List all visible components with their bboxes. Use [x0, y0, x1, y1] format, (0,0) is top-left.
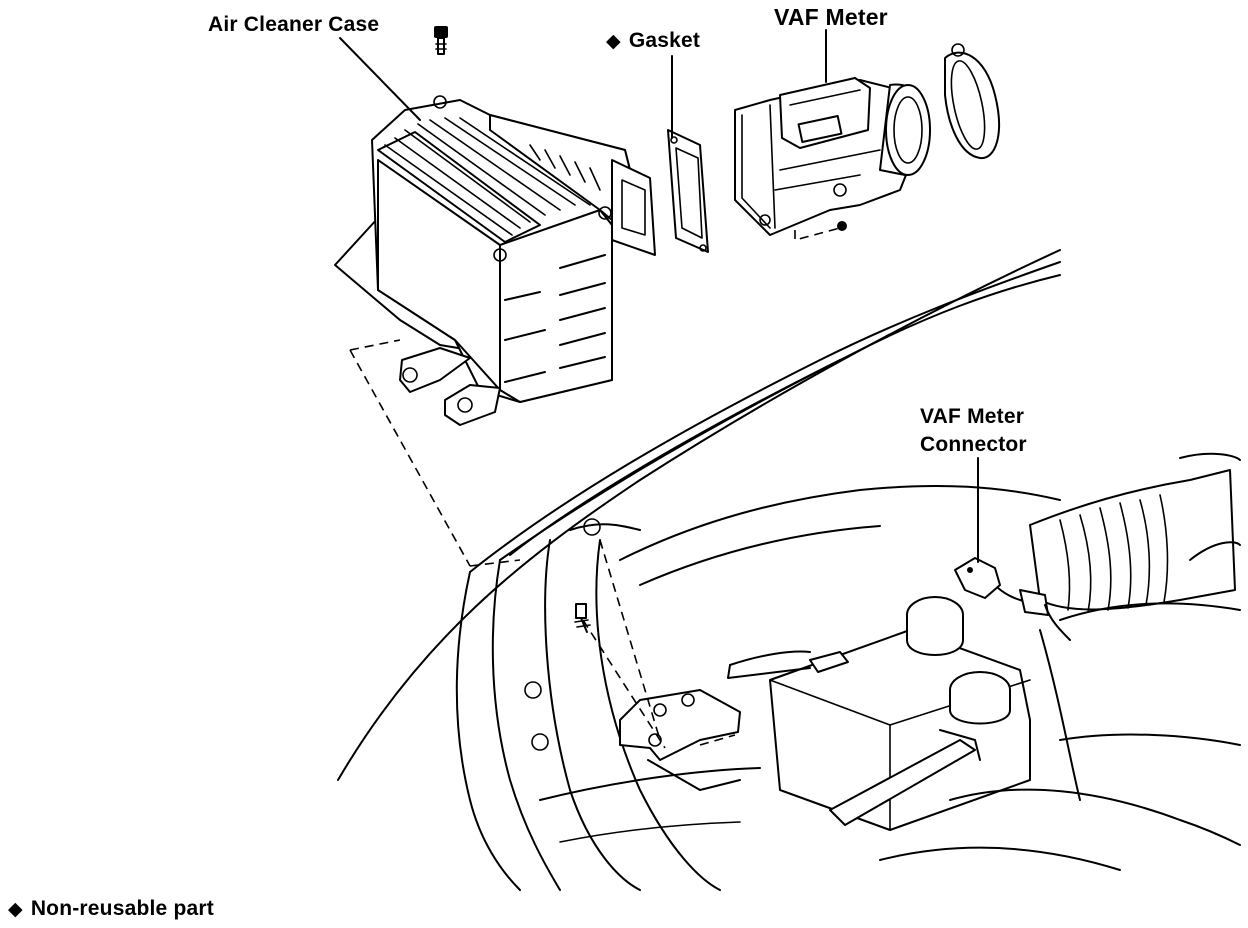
fender-bolt	[574, 603, 591, 633]
label-air-cleaner-case: Air Cleaner Case	[208, 13, 380, 36]
legend-text: Non-reusable part	[30, 897, 214, 920]
case-bolt	[434, 26, 448, 55]
vaf-meter-part	[734, 77, 931, 236]
legend: ◆ Non-reusable part	[8, 898, 214, 919]
engine-contours	[879, 602, 1241, 871]
gasket-part	[667, 129, 709, 253]
label-vaf-meter: VAF Meter	[774, 4, 888, 30]
vaf-connector-part	[954, 557, 1071, 641]
fender-body-lines	[337, 249, 1061, 891]
battery	[727, 596, 1031, 831]
intake-hose	[1029, 452, 1241, 613]
hose-clamp	[944, 43, 1001, 160]
legend-diamond-icon: ◆	[8, 899, 23, 920]
air-cleaner-case	[334, 95, 656, 426]
label-gasket: ◆ Gasket	[606, 30, 700, 51]
mounting-bracket	[619, 689, 741, 791]
label-gasket-text: Gasket	[628, 29, 701, 52]
leader-lines	[339, 29, 979, 563]
label-vaf-meter-connector-line2: Connector	[920, 433, 1027, 456]
non-reusable-diamond-icon: ◆	[606, 31, 621, 52]
label-vaf-meter-connector-line1: VAF Meter	[920, 405, 1025, 428]
